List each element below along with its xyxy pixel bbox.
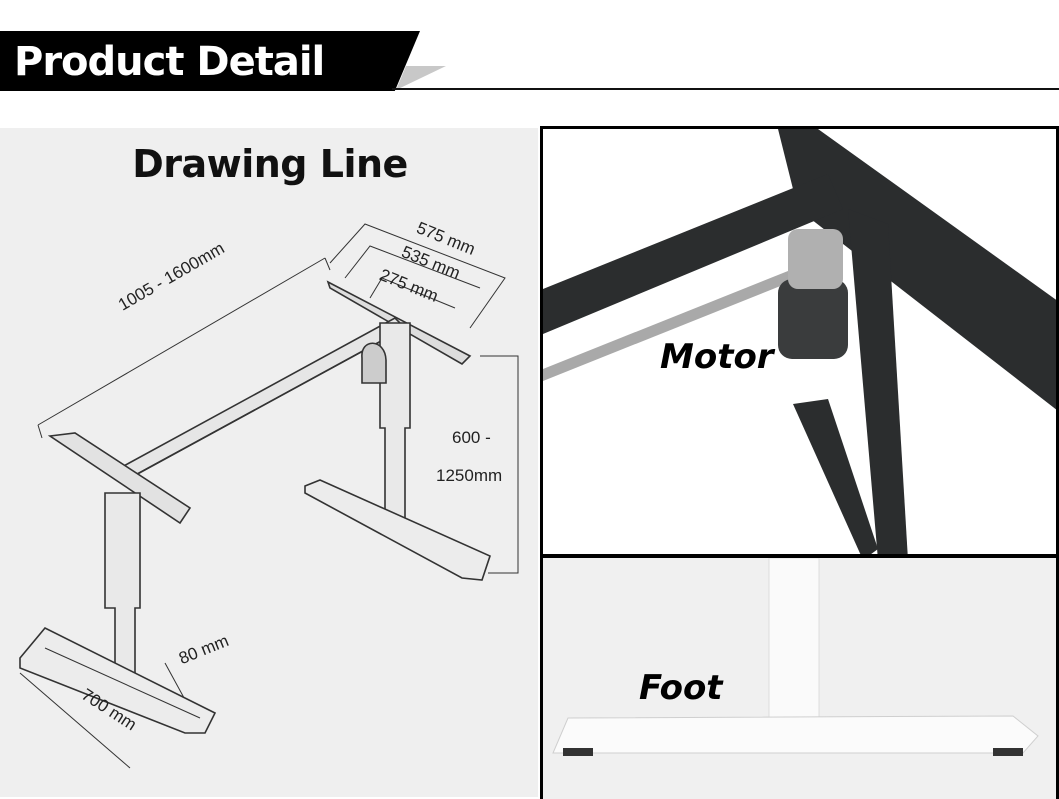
desk-frame-drawing	[19, 223, 519, 769]
foot-photo-panel: Foot	[540, 555, 1059, 799]
dimension-height-range-2: 1250mm	[436, 466, 503, 485]
dimension-height-range-1: 600 -	[452, 428, 491, 447]
header-divider	[392, 88, 1059, 90]
motor-photo	[543, 129, 1056, 554]
page-title: Product Detail	[14, 39, 325, 85]
drawing-title: Drawing Line	[132, 142, 408, 186]
motor-label: Motor	[660, 337, 774, 377]
drawing-panel: Drawing Line 1005 - 1600mm 575 mm 535 mm…	[0, 128, 538, 797]
foot-photo	[543, 558, 1056, 799]
motor-photo-panel: Motor	[540, 126, 1059, 557]
header-bar	[0, 31, 420, 91]
foot-label: Foot	[639, 668, 723, 708]
